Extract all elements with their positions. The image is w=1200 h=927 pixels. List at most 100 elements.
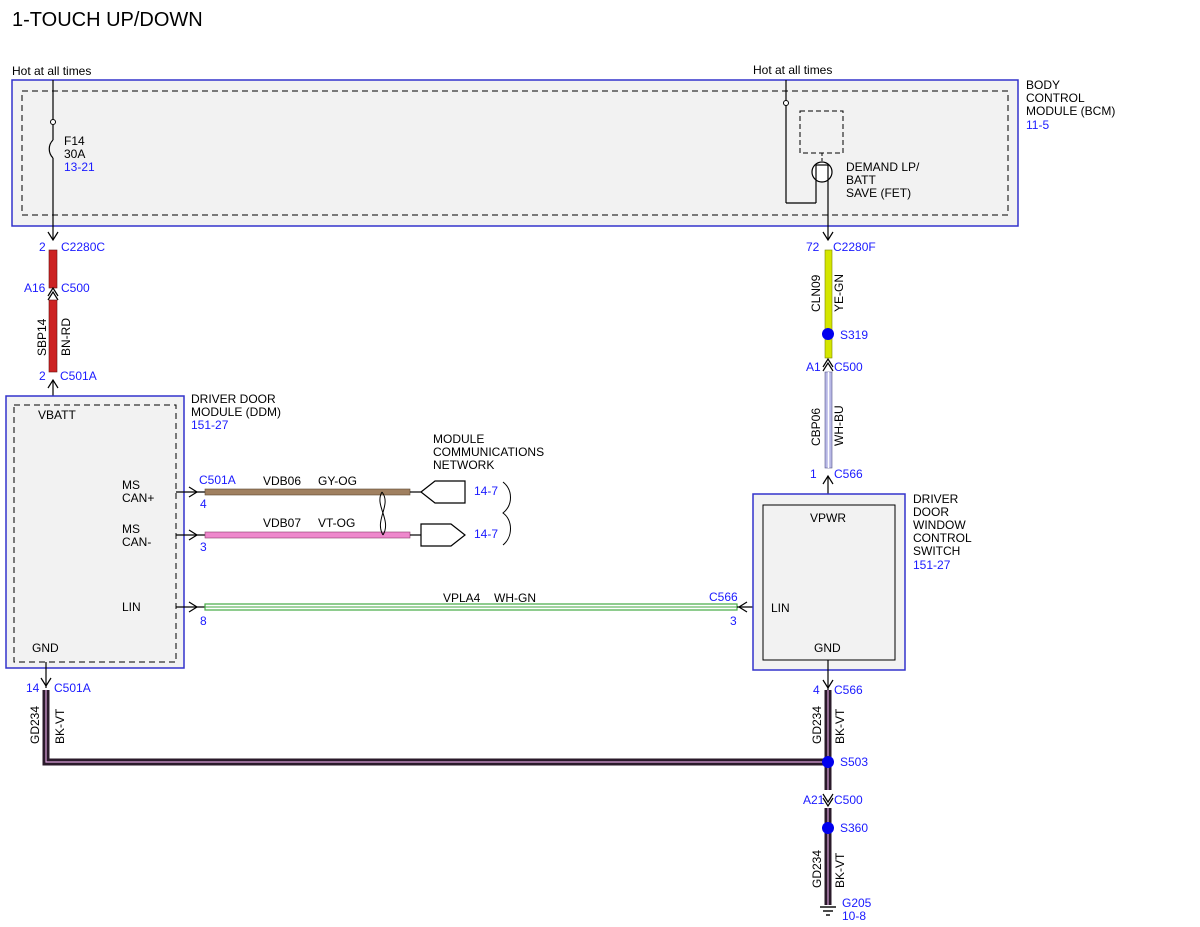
can-connector-label: C501A bbox=[199, 473, 236, 487]
network-label-line-3: NETWORK bbox=[433, 458, 494, 472]
fuse-terminal-top bbox=[50, 119, 56, 125]
splice-s360-label: S360 bbox=[840, 821, 868, 835]
lin-switch-connector: C566 bbox=[709, 590, 738, 604]
wire-gd234-left-label: GD234 bbox=[28, 706, 42, 744]
can-plus-connector-icon bbox=[188, 486, 199, 498]
wire-vpla4-label: VPLA4 bbox=[443, 591, 481, 605]
c500-right-pin: A1 bbox=[806, 360, 821, 374]
bcm-name-line-3: MODULE (BCM) bbox=[1026, 104, 1115, 118]
switch-name-line-5: SWITCH bbox=[913, 544, 960, 558]
ddm-gnd-connector: C501A bbox=[54, 681, 91, 695]
c566-top-pin: 1 bbox=[810, 467, 817, 481]
hot-at-all-times-left: Hot at all times bbox=[12, 64, 91, 78]
wire-vt-og bbox=[204, 531, 411, 539]
lin-switch-pin: 3 bbox=[730, 614, 737, 628]
switch-name-line-3: WINDOW bbox=[913, 518, 966, 532]
can-minus-connector-icon bbox=[188, 529, 199, 541]
ddm-gnd-connector-icon bbox=[40, 677, 52, 688]
c500-ground-connector-bottom bbox=[822, 797, 834, 808]
bcm-inner-dashed bbox=[21, 90, 1009, 216]
switch-gnd-connector-icon bbox=[822, 679, 834, 690]
wire-ye-gn bbox=[824, 249, 833, 359]
ground-symbol-icon bbox=[820, 906, 836, 916]
switch-name-line-2: DOOR bbox=[913, 505, 949, 519]
ddm-gnd-pin: 14 bbox=[26, 681, 40, 695]
bcm-name-line-1: BODY bbox=[1026, 78, 1060, 92]
fet-label-line-2: BATT bbox=[846, 173, 876, 187]
wire-gd234-bottom-label: GD234 bbox=[810, 850, 824, 888]
lin-ddm-connector-icon bbox=[188, 601, 199, 613]
c2280f-pin: 72 bbox=[806, 240, 820, 254]
wire-gy-og bbox=[204, 488, 411, 496]
wire-bk-vt-left-color: BK-VT bbox=[53, 708, 67, 744]
wire-vdb06-label: VDB06 bbox=[263, 474, 301, 488]
fuse-name: F14 bbox=[64, 134, 85, 148]
wire-cbp06-label: CBP06 bbox=[809, 408, 823, 446]
switch-name-line-1: DRIVER bbox=[913, 492, 959, 506]
splice-s503-label: S503 bbox=[840, 755, 868, 769]
splice-s503-dot bbox=[822, 756, 834, 768]
network-label-line-2: COMMUNICATIONS bbox=[433, 445, 544, 459]
lin-ddm-pin: 8 bbox=[200, 614, 207, 628]
wire-vt-og-color: VT-OG bbox=[318, 516, 355, 530]
bcm-page-ref: 11-5 bbox=[1026, 118, 1049, 132]
switch-lin-label: LIN bbox=[771, 601, 790, 615]
ddm-inner-dashed bbox=[13, 404, 177, 663]
wire-sbp14-label: SBP14 bbox=[35, 318, 49, 356]
switch-vpwr-label: VPWR bbox=[810, 511, 846, 525]
ddm-ms-can-minus-line-2: CAN- bbox=[122, 535, 151, 549]
c2280c-connector-icon bbox=[47, 231, 59, 242]
switch-gnd-pin: 4 bbox=[813, 683, 820, 697]
wire-vdb07-label: VDB07 bbox=[263, 516, 301, 530]
fuse-rating: 30A bbox=[64, 147, 85, 161]
c500-right-connector-top bbox=[822, 357, 834, 368]
hot-at-all-times-right: Hot at all times bbox=[753, 63, 832, 77]
c500-left-connector-bottom bbox=[47, 290, 59, 301]
can-minus-ref: 14-7 bbox=[474, 527, 498, 541]
c2280f-connector-icon bbox=[822, 231, 834, 242]
ddm-vbatt-label: VBATT bbox=[38, 408, 76, 422]
can-plus-pin: 4 bbox=[200, 497, 207, 511]
splice-s319-label: S319 bbox=[840, 328, 868, 342]
network-connector-minus-icon bbox=[420, 523, 466, 547]
right-feed-terminal bbox=[783, 100, 789, 106]
network-connector-plus-icon bbox=[420, 480, 466, 504]
wire-ye-gn-color: YE-GN bbox=[832, 274, 846, 312]
c2280c-label: C2280C bbox=[61, 240, 105, 254]
wire-bk-vt-horizontal-stripe bbox=[45, 690, 828, 763]
wire-cln09-label: CLN09 bbox=[809, 274, 823, 312]
c500-ground-label: C500 bbox=[834, 793, 863, 807]
switch-gnd-label: GND bbox=[814, 641, 841, 655]
bcm-name-line-2: CONTROL bbox=[1026, 91, 1085, 105]
bcm-module-box bbox=[11, 79, 1019, 227]
c500-left-pin: A16 bbox=[24, 281, 46, 295]
ddm-page-ref: 151-27 bbox=[191, 418, 229, 432]
fuse-icon bbox=[48, 139, 54, 159]
ddm-lin-label: LIN bbox=[122, 600, 141, 614]
c500-right-label: C500 bbox=[834, 360, 863, 374]
c501a-top-label: C501A bbox=[60, 369, 97, 383]
splice-s319-dot bbox=[822, 328, 834, 340]
can-plus-ref: 14-7 bbox=[474, 484, 498, 498]
ddm-name-line-2: MODULE (DDM) bbox=[191, 405, 281, 419]
wire-bk-vt-right-color: BK-VT bbox=[833, 708, 847, 744]
twisted-pair-icon-b bbox=[379, 491, 386, 536]
wire-bn-rd-seg1 bbox=[48, 249, 58, 289]
network-label-line-1: MODULE bbox=[433, 432, 484, 446]
c566-top-label: C566 bbox=[834, 467, 863, 481]
c500-ground-connector-top bbox=[822, 793, 834, 804]
ddm-ms-can-plus-line-1: MS bbox=[122, 478, 140, 492]
c2280f-label: C2280F bbox=[833, 240, 876, 254]
c500-left-label: C500 bbox=[61, 281, 90, 295]
splice-s360-dot bbox=[822, 822, 834, 834]
c501a-top-pin: 2 bbox=[39, 369, 46, 383]
lin-switch-connector-icon bbox=[737, 601, 748, 613]
wire-wh-gn-color: WH-GN bbox=[494, 591, 536, 605]
ground-ref-label: 10-8 bbox=[842, 909, 866, 923]
c500-left-connector-top bbox=[47, 286, 59, 297]
fuse-ref: 13-21 bbox=[64, 160, 95, 174]
switch-name-line-4: CONTROL bbox=[913, 531, 972, 545]
switch-page-ref: 151-27 bbox=[913, 558, 951, 572]
ddm-name-line-1: DRIVER DOOR bbox=[191, 392, 276, 406]
ddm-gnd-label: GND bbox=[32, 641, 59, 655]
